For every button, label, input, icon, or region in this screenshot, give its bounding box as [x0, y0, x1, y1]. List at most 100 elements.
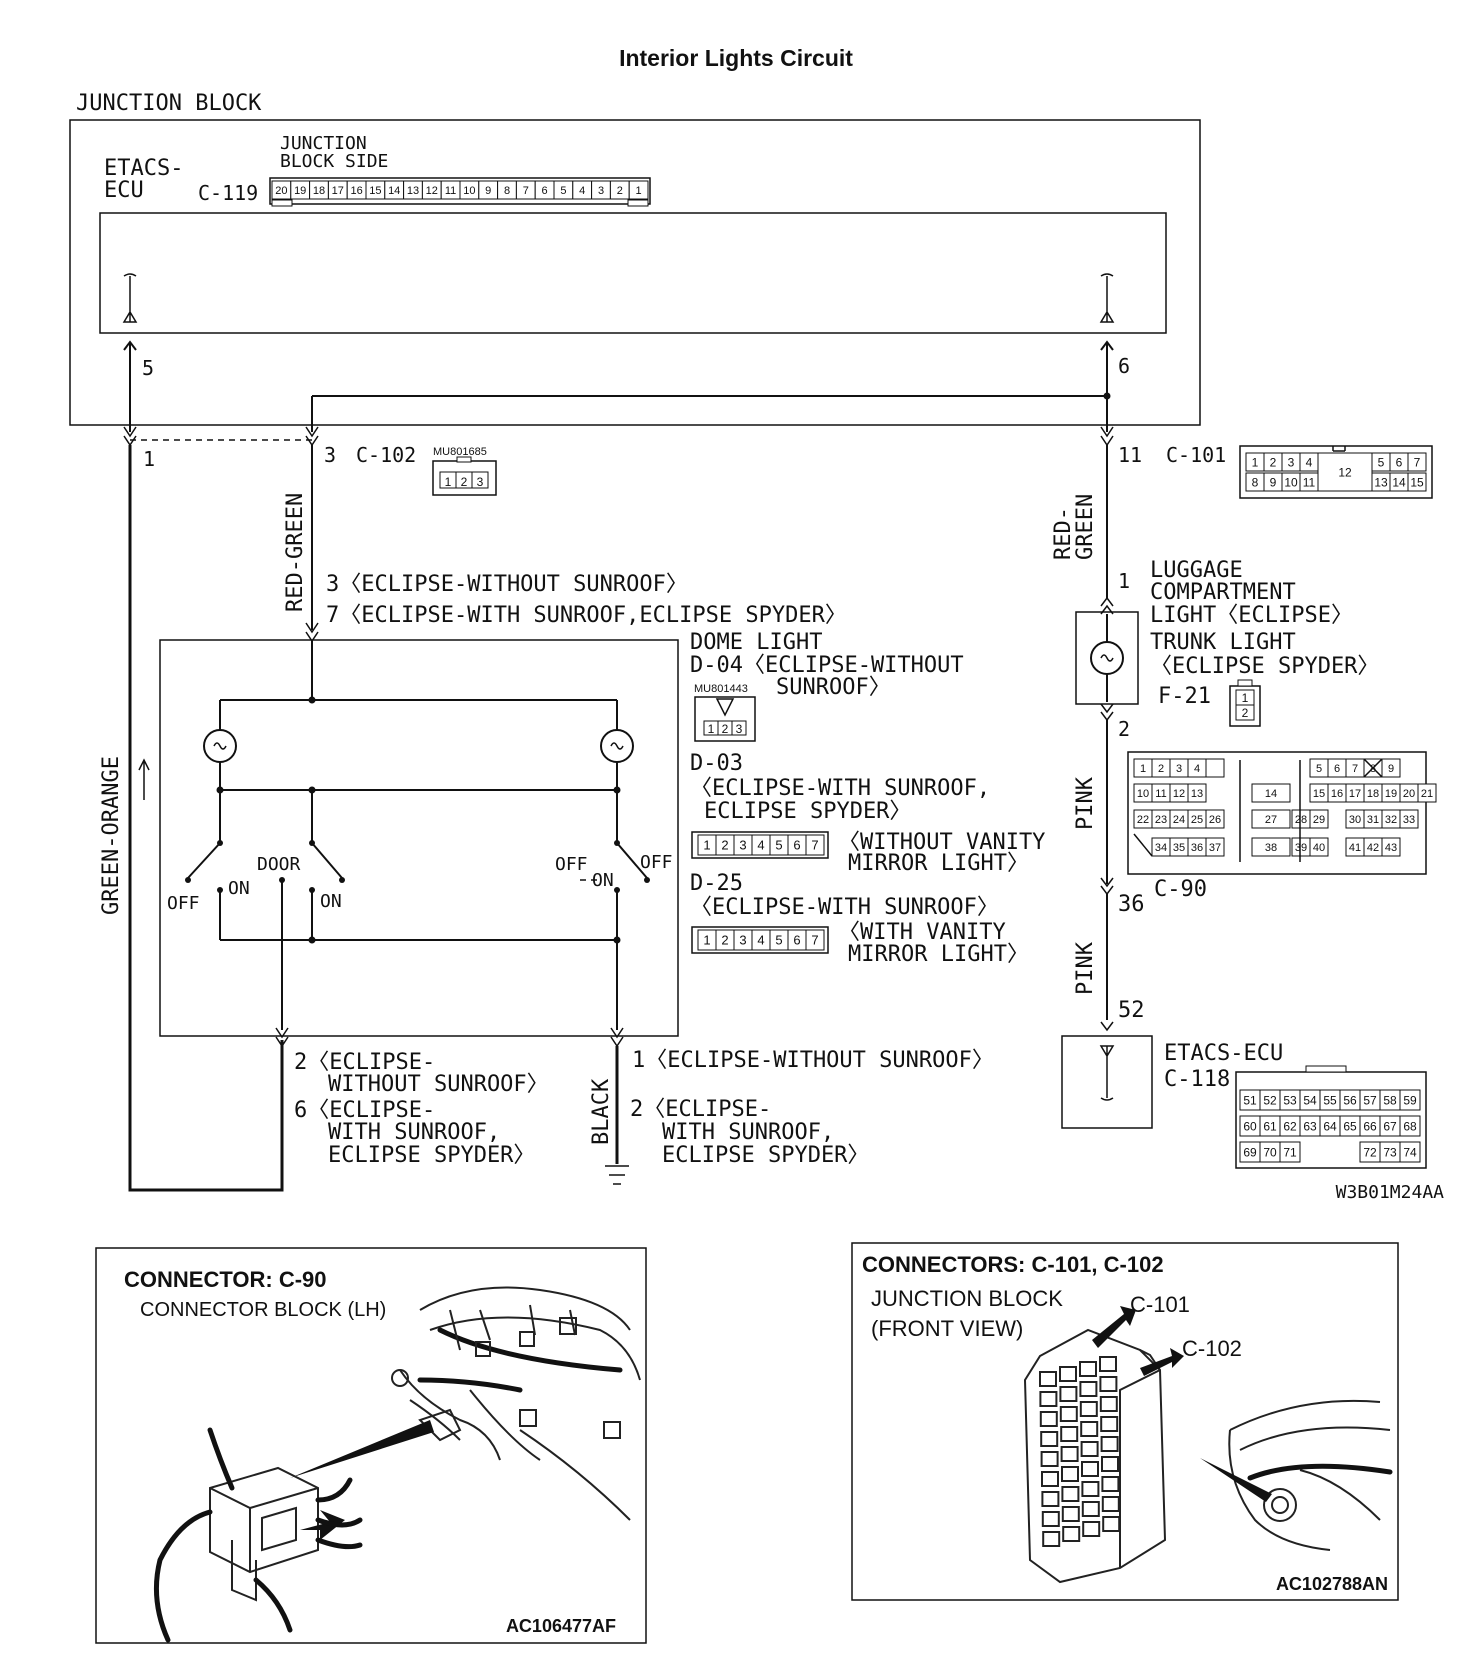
- sw-right-off-right: OFF: [640, 852, 673, 873]
- luggage-label-1: LUGGAGE: [1150, 558, 1243, 583]
- c119-pin: 10: [463, 185, 475, 197]
- sw-right-on: ON: [592, 870, 614, 891]
- panel-right-callout-c101: C-101: [1130, 1292, 1190, 1317]
- diagram-title: Interior Lights Circuit: [619, 45, 853, 71]
- etacs-ecu-label-1: ETACS-: [104, 156, 183, 181]
- wire-label-pink-lower: PINK: [1073, 941, 1098, 995]
- gnd-note-2-1: 2〈ECLIPSE-: [630, 1097, 771, 1122]
- c101-pin: 6: [1396, 455, 1403, 469]
- c90-pin: 18: [1367, 788, 1379, 800]
- svg-text:1: 1: [1242, 691, 1249, 705]
- panel-right-subtitle-2: (FRONT VIEW): [871, 1316, 1023, 1341]
- d25-pin: 1: [703, 933, 710, 948]
- out-6-note-3: ECLIPSE SPYDER〉: [328, 1143, 535, 1168]
- c119-pin: 8: [504, 185, 510, 197]
- c101-pin: 5: [1378, 455, 1385, 469]
- d25-pin: 7: [811, 933, 818, 948]
- c90-pin: 15: [1313, 788, 1325, 800]
- c101-pin: 7: [1414, 455, 1421, 469]
- dome-bulb-left: [203, 729, 237, 763]
- svg-text:3: 3: [736, 722, 743, 736]
- svg-text:2: 2: [1242, 706, 1249, 720]
- c90-location-illustration: [153, 1286, 641, 1643]
- c90-pin: 1: [1140, 763, 1146, 775]
- c118-pin: 68: [1403, 1119, 1417, 1133]
- c119-pin: 7: [523, 185, 529, 197]
- c118-pin: 52: [1263, 1093, 1277, 1107]
- d03-pin: 3: [739, 838, 746, 853]
- d25-pin: 6: [793, 933, 800, 948]
- dome-light-outline: [159, 639, 679, 1037]
- dome-input-note-2: 7〈ECLIPSE-WITH SUNROOF,ECLIPSE SPYDER〉: [326, 603, 847, 628]
- luggage-light-outline: [1075, 611, 1139, 705]
- panel-right-callout-c102: C-102: [1182, 1336, 1242, 1361]
- etacs-pin-52: 52: [1118, 998, 1145, 1023]
- c101-pin: 10: [1284, 475, 1298, 489]
- c90-pin: 27: [1265, 814, 1277, 826]
- c90-pin: 38: [1265, 842, 1277, 854]
- d03-pin: 2: [721, 838, 728, 853]
- c119-pin: 11: [445, 185, 456, 197]
- d03-pin: 6: [793, 838, 800, 853]
- luggage-label-4: TRUNK LIGHT: [1150, 630, 1296, 655]
- c90-pin: 9: [1388, 763, 1394, 775]
- luggage-pin-1: 1: [1118, 569, 1130, 593]
- c118-pin: 63: [1303, 1119, 1317, 1133]
- panel-right-subtitle-1: JUNCTION BLOCK: [871, 1286, 1063, 1311]
- current-flow-arrow: [138, 758, 150, 800]
- c101-pin: 14: [1392, 475, 1406, 489]
- d04-label-1: D-04〈ECLIPSE-WITHOUT: [690, 653, 964, 678]
- f21-connector-label: F-21: [1158, 684, 1211, 709]
- svg-text:2: 2: [722, 722, 729, 736]
- c90-pin: 35: [1173, 842, 1185, 854]
- c118-pin: 51: [1243, 1093, 1257, 1107]
- c119-connector-label: C-119: [198, 181, 258, 205]
- c90-pin: 10: [1137, 788, 1149, 800]
- c90-pin: 13: [1191, 788, 1203, 800]
- c90-pin: 12: [1173, 788, 1185, 800]
- c90-pin: 4: [1194, 763, 1200, 775]
- wire-label-red-green-right-1: RED-: [1051, 507, 1076, 560]
- wire-terminal-5: [123, 340, 137, 432]
- dome-switch-right: [580, 790, 650, 1030]
- dome-light-title: DOME LIGHT: [690, 630, 822, 655]
- c90-pin: 2: [1158, 763, 1164, 775]
- c101-connector-label: C-101: [1166, 443, 1226, 467]
- sw-mid-on: ON: [320, 891, 342, 912]
- c90-pin: 11: [1155, 788, 1166, 800]
- dome-input-note-1: 3〈ECLIPSE-WITHOUT SUNROOF〉: [326, 572, 688, 597]
- sw-left-off: OFF: [167, 893, 200, 914]
- c118-pin: 56: [1343, 1093, 1357, 1107]
- c90-pin: 43: [1385, 842, 1397, 854]
- c119-pin: 2: [617, 185, 623, 197]
- junction-block-illustration: [1023, 1306, 1393, 1584]
- wire-label-pink-upper: PINK: [1073, 776, 1098, 830]
- d25-pin: 4: [757, 933, 764, 948]
- d25-pin: 3: [739, 933, 746, 948]
- d04-part-number: MU801443: [694, 683, 748, 695]
- wire-label-green-orange: GREEN-ORANGE: [99, 756, 124, 915]
- panel-left-code: AC106477AF: [506, 1616, 616, 1636]
- c118-pin: 57: [1363, 1093, 1377, 1107]
- c90-pin: 24: [1173, 814, 1185, 826]
- sw-door: DOOR: [257, 854, 301, 875]
- c90-pin: 39: [1295, 842, 1307, 854]
- svg-text:3: 3: [477, 475, 484, 489]
- c101-pin-center: 12: [1338, 465, 1352, 479]
- c90-pin: 41: [1349, 842, 1361, 854]
- c90-pin: 6: [1334, 763, 1340, 775]
- d03-pin: 5: [775, 838, 782, 853]
- c101-pin: 13: [1374, 475, 1388, 489]
- c119-pin: 12: [426, 185, 438, 197]
- c90-pin: 21: [1421, 788, 1433, 800]
- c90-pin: 14: [1265, 788, 1277, 800]
- c118-pin: 59: [1403, 1093, 1417, 1107]
- c90-pin: 31: [1367, 814, 1379, 826]
- junction-side-label-2: BLOCK SIDE: [280, 151, 388, 172]
- junction-block-label: JUNCTION BLOCK: [76, 91, 262, 116]
- gnd-note-1: 1〈ECLIPSE-WITHOUT SUNROOF〉: [632, 1048, 994, 1073]
- d03-label-2: 〈ECLIPSE-WITH SUNROOF,: [690, 776, 990, 801]
